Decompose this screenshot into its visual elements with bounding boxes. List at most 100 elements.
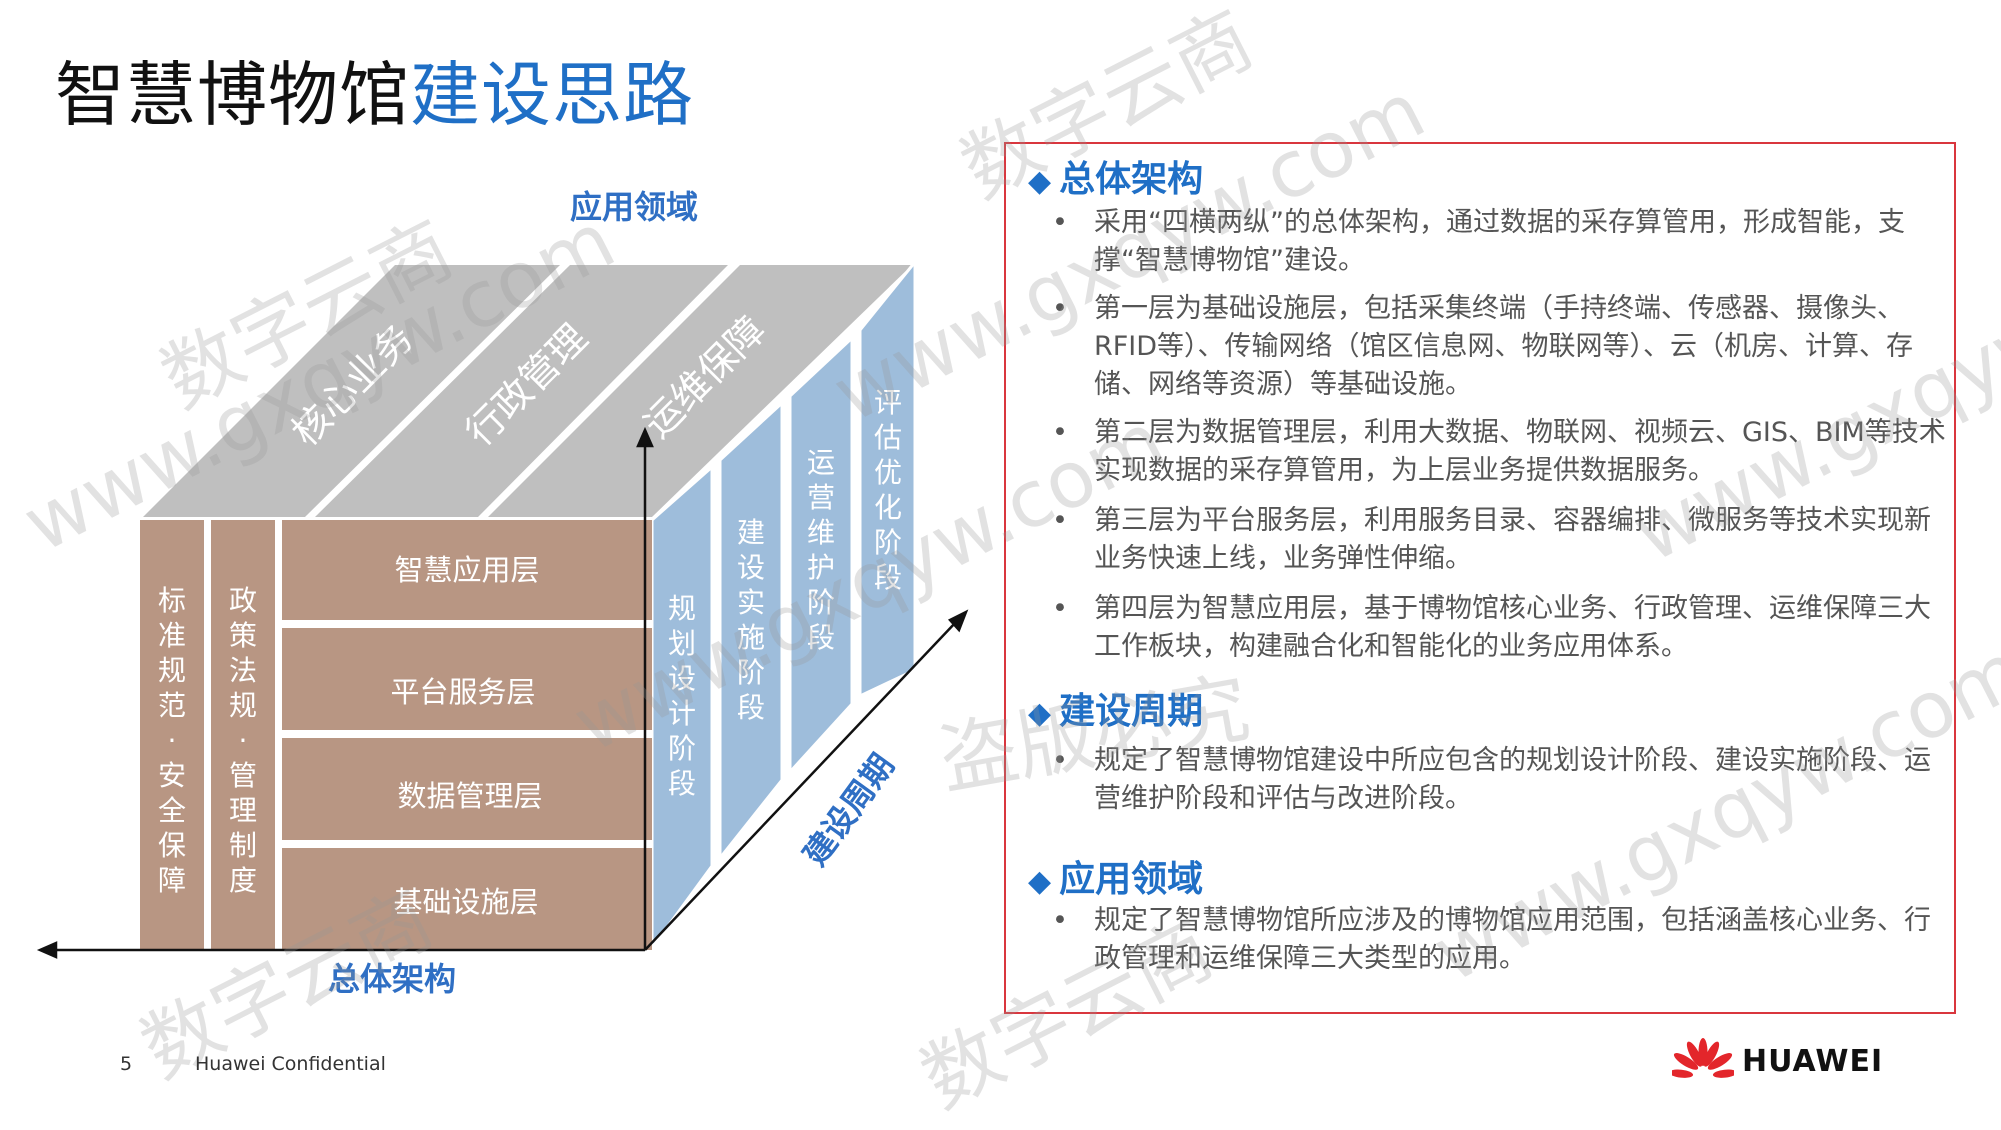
bullet-item: •第四层为智慧应用层，基于博物馆核心业务、行政管理、运维保障三大工作板块，构建融…	[1028, 590, 1948, 666]
axis-horizontal-arrow	[36, 941, 58, 959]
vertical-char: 施	[737, 621, 765, 654]
vertical-char: 优	[874, 456, 902, 489]
vertical-char: 阶	[874, 526, 902, 559]
bullet-dot-icon: •	[1052, 745, 1068, 776]
architecture-cube-diagram: 应用领域 总体架构 建设周期 核心业务 行政管理 运维保障 智慧应用层 平台服务…	[36, 188, 969, 998]
top-face-strip-2	[315, 265, 728, 517]
vertical-char: 全	[158, 794, 186, 827]
vertical-char: 估	[874, 421, 902, 454]
layer-label-2: 平台服务层	[390, 675, 535, 709]
layer-box-1	[282, 520, 652, 620]
diamond-bullet-icon: ◆	[1028, 864, 1052, 899]
diamond-bullet-icon: ◆	[1028, 696, 1052, 731]
vertical-char: 建	[737, 516, 765, 549]
vertical-char: 运	[807, 446, 835, 479]
section-heading-cycle: ◆建设周期	[1028, 691, 1204, 732]
vertical-char: 范	[158, 689, 186, 722]
vertical-char: 护	[807, 551, 835, 584]
vertical-char: 政	[229, 584, 257, 617]
left-column-1	[140, 520, 204, 950]
layer-box-3	[282, 738, 652, 840]
vertical-char: 管	[229, 759, 257, 792]
bullet-item: •规定了智慧博物馆所应涉及的博物馆应用范围，包括涵盖核心业务、行政管理和运维保障…	[1028, 902, 1948, 978]
vertical-char: 评	[874, 386, 902, 419]
vertical-char: 划	[668, 627, 696, 660]
bullet-dot-icon: •	[1052, 593, 1068, 624]
title-part-1: 智慧博物馆	[55, 54, 410, 136]
vertical-char: 段	[807, 621, 835, 654]
page-number: 5	[120, 1053, 133, 1075]
info-panel: ◆总体架构 •采用“四横两纵”的总体架构，通过数据的采存算管用，形成智能，支撑“…	[1004, 142, 1956, 1014]
bullet-item: •第三层为平台服务层，利用服务目录、容器编排、微服务等技术实现新业务快速上线，业…	[1028, 502, 1948, 578]
vertical-char: 设	[668, 662, 696, 695]
vertical-char: 段	[737, 691, 765, 724]
vertical-char: 理	[229, 794, 257, 827]
layer-box-4	[282, 848, 652, 950]
vertical-char: 段	[874, 561, 902, 594]
section-heading-domain: ◆应用领域	[1028, 859, 1204, 900]
title-part-2: 建设思路	[410, 54, 694, 136]
bullet-dot-icon: •	[1052, 207, 1068, 238]
top-face-strip-1	[143, 265, 560, 517]
axis-label-side: 建设周期	[796, 747, 902, 873]
bullet-dot-icon: •	[1052, 293, 1068, 324]
vertical-char: 营	[807, 481, 835, 514]
vertical-char: 制	[229, 829, 257, 862]
left-column-2	[211, 520, 275, 950]
phase-strip-3-label: 运营维护阶段	[807, 446, 835, 654]
vertical-char: 度	[229, 864, 257, 897]
vertical-char: 策	[229, 619, 257, 652]
axes	[36, 426, 969, 959]
vertical-char: 准	[158, 619, 186, 652]
vertical-char: 段	[668, 767, 696, 800]
section-heading-architecture: ◆总体架构	[1028, 159, 1204, 200]
vertical-char: 障	[158, 864, 186, 897]
vertical-char: 阶	[668, 732, 696, 765]
bullet-item: •第一层为基础设施层，包括采集终端（手持终端、传感器、摄像头、RFID等）、传输…	[1028, 290, 1948, 404]
bullet-item: •规定了智慧博物馆建设中所应包含的规划设计阶段、建设实施阶段、运营维护阶段和评估…	[1028, 742, 1948, 818]
axis-label-bottom: 总体架构	[328, 960, 456, 998]
vertical-char: 规	[158, 654, 186, 687]
vertical-char: 安	[158, 759, 186, 792]
vertical-char: 设	[737, 551, 765, 584]
vertical-char: 阶	[807, 586, 835, 619]
layer-label-1: 智慧应用层	[394, 553, 539, 587]
axis-diagonal-arrow	[947, 609, 969, 633]
vertical-char: ·	[168, 724, 177, 757]
vertical-char: 规	[668, 592, 696, 625]
bullet-dot-icon: •	[1052, 417, 1068, 448]
vertical-char: 化	[874, 491, 902, 524]
confidential-label: Huawei Confidential	[195, 1053, 386, 1075]
phase-strip-3	[788, 334, 854, 776]
vertical-char: 计	[668, 697, 696, 730]
layer-label-3: 数据管理层	[397, 779, 542, 813]
top-face-strip-3	[488, 265, 912, 517]
vertical-char: 法	[229, 654, 257, 687]
vertical-char: ·	[239, 724, 248, 757]
layer-label-4: 基础设施层	[393, 885, 538, 919]
phase-strip-4	[858, 257, 917, 699]
vertical-char: 维	[807, 516, 835, 549]
bullet-dot-icon: •	[1052, 905, 1068, 936]
vertical-char: 实	[737, 586, 765, 619]
vertical-char: 阶	[737, 656, 765, 689]
axis-diagonal	[644, 621, 957, 951]
bullet-item: •第二层为数据管理层，利用大数据、物联网、视频云、GIS、BIM等技术实现数据的…	[1028, 414, 1948, 490]
page-title: 智慧博物馆建设思路	[55, 50, 694, 140]
bullet-dot-icon: •	[1052, 505, 1068, 536]
axis-label-top: 应用领域	[570, 188, 698, 226]
phase-strip-2	[718, 399, 784, 863]
huawei-flower-icon	[1672, 1038, 1734, 1078]
brand-logo-text: HUAWEI	[1742, 1044, 1884, 1079]
phase-strip-2-label: 建设实施阶段	[737, 516, 765, 724]
vertical-char: 保	[158, 829, 186, 862]
diamond-bullet-icon: ◆	[1028, 164, 1052, 199]
axis-vertical-arrow	[636, 426, 654, 448]
phase-strip-1-label: 规划设计阶段	[668, 592, 696, 800]
vertical-char: 标	[158, 584, 186, 617]
bullet-item: •采用“四横两纵”的总体架构，通过数据的采存算管用，形成智能，支撑“智慧博物馆”…	[1028, 204, 1948, 280]
layer-box-2	[282, 628, 652, 730]
